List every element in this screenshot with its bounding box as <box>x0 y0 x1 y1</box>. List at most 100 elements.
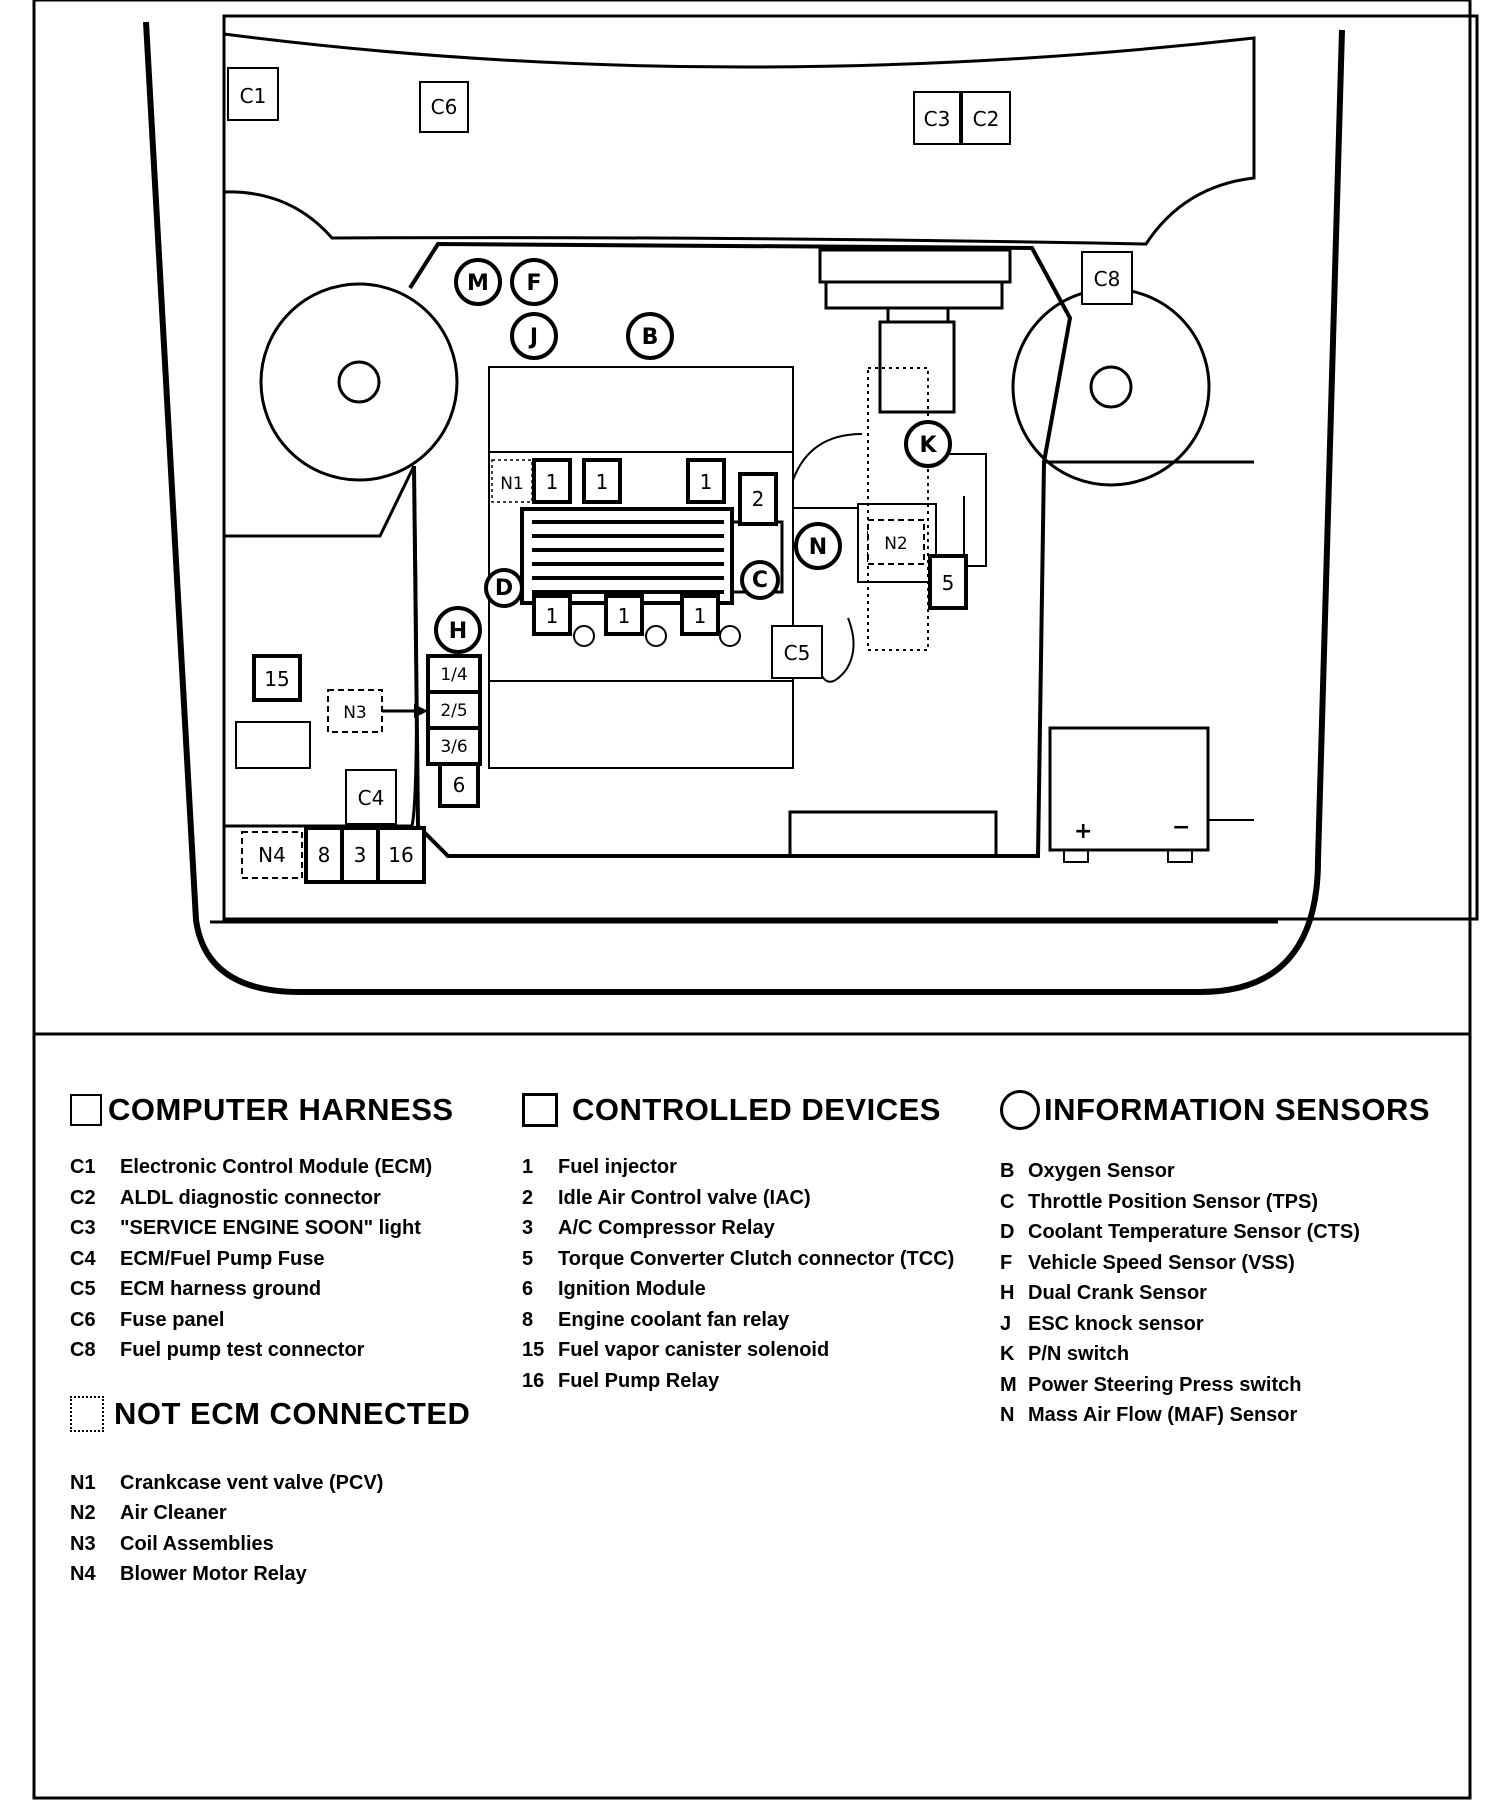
sensor-j-circle <box>510 312 558 360</box>
connector-c1 <box>227 67 279 121</box>
sensor-m-label: M <box>467 271 489 296</box>
sensor-f-label: F <box>526 271 541 296</box>
item-code: C1 <box>70 1156 96 1178</box>
legend-title-not-ecm: NOT ECM CONNECTED <box>114 1395 471 1431</box>
item-desc: Dual Crank Sensor <box>1028 1282 1207 1304</box>
coil-1-4-label: 1/4 <box>440 665 467 685</box>
injector-nozzle-1 <box>573 625 595 647</box>
item-desc: Air Cleaner <box>120 1502 227 1524</box>
item-code: C3 <box>70 1217 96 1239</box>
iac-valve-box <box>738 472 778 526</box>
pcv-valve-box <box>491 459 533 503</box>
right-strut-tower <box>1011 287 1211 487</box>
item-desc: Coolant Temperature Sensor (CTS) <box>1028 1221 1360 1243</box>
engine-bay-frame <box>222 14 1479 921</box>
connector-c4-label: C4 <box>358 786 385 810</box>
air-cleaner-n2-box <box>867 519 925 565</box>
blower-relay-n4-box <box>241 831 303 879</box>
item-code: C2 <box>70 1186 96 1209</box>
legend-title-controlled-devices: CONTROLLED DEVICES <box>572 1092 941 1127</box>
fuel-injector-label-1: 1 <box>546 470 559 494</box>
air-duct-neck <box>886 306 950 324</box>
legend-item: M Power Steering Press switch <box>1000 1374 1430 1405</box>
sensor-k-circle <box>904 420 952 468</box>
item-code: J <box>1000 1312 1012 1335</box>
fuel-injector-label-6: 1 <box>694 604 707 628</box>
connector-c5-label: C5 <box>784 641 811 665</box>
item-code: 16 <box>522 1369 545 1392</box>
item-desc: Vehicle Speed Sensor (VSS) <box>1028 1251 1295 1274</box>
connector-c3-label: C3 <box>924 107 951 131</box>
battery-negative: − <box>1172 815 1190 840</box>
battery-positive: + <box>1074 819 1092 844</box>
connector-c6 <box>419 81 469 133</box>
item-desc: Fuse panel <box>120 1308 225 1331</box>
canister-solenoid-box <box>252 654 302 702</box>
coil-1-4-box <box>426 654 482 694</box>
sensor-h-circle <box>434 606 482 654</box>
canister-solenoid-label: 15 <box>264 667 289 691</box>
item-desc: "SERVICE ENGINE SOON" light <box>120 1217 421 1239</box>
item-code: M <box>1000 1373 1017 1396</box>
legend-item: J ESC knock sensor <box>1000 1313 1430 1344</box>
coolant-reservoir <box>235 721 311 769</box>
item-desc: Fuel Pump Relay <box>558 1369 720 1392</box>
legend-item: 16 Fuel Pump Relay <box>522 1370 954 1401</box>
item-code: N1 <box>70 1471 96 1494</box>
sensor-n-circle <box>794 522 842 570</box>
sensor-c-circle <box>740 560 780 600</box>
connector-c5 <box>771 625 823 679</box>
coil-2-5-label: 2/5 <box>440 701 467 721</box>
item-desc: Power Steering Press switch <box>1028 1373 1302 1396</box>
item-code: 5 <box>522 1247 534 1270</box>
fuel-injector-label-4: 1 <box>546 604 559 628</box>
legend-heading-computer-harness: COMPUTER HARNESS <box>70 1090 470 1130</box>
fuel-injector-box-4 <box>532 594 572 636</box>
coil-2-5-box <box>426 690 482 730</box>
legend-item: N2 Air Cleaner <box>70 1502 470 1533</box>
legend-title-information-sensors: INFORMATION SENSORS <box>1044 1092 1431 1127</box>
blower-relay-n4-label: N4 <box>258 843 286 867</box>
body-outline <box>143 21 1345 995</box>
item-desc: Mass Air Flow (MAF) Sensor <box>1028 1404 1298 1426</box>
left-strut-tower <box>259 282 459 482</box>
item-desc: Blower Motor Relay <box>120 1563 307 1585</box>
item-code: N2 <box>70 1502 96 1524</box>
intake-hose <box>792 433 863 481</box>
sensor-n-label: N <box>809 535 827 560</box>
item-desc: Crankcase vent valve (PCV) <box>120 1471 384 1494</box>
sensor-b-label: B <box>642 325 659 350</box>
connector-c4 <box>345 769 397 825</box>
left-strut-brace <box>224 465 416 538</box>
engine-outline <box>408 241 1073 858</box>
fuel-pump-relay-label: 16 <box>388 843 413 867</box>
air-cleaner-box <box>857 503 937 583</box>
dotted-square-icon <box>70 1395 104 1432</box>
sensor-k-label: K <box>919 433 937 458</box>
fuel-injector-box-2 <box>582 458 622 504</box>
item-code: C6 <box>70 1308 96 1331</box>
air-cleaner-dotted-outline <box>867 367 929 651</box>
air-cleaner-lid <box>818 248 1012 284</box>
connector-c3 <box>913 91 961 145</box>
legend-heading-information-sensors: INFORMATION SENSORS <box>1000 1090 1430 1130</box>
item-desc: Fuel injector <box>558 1156 677 1178</box>
right-strut-bolt <box>1089 365 1133 409</box>
item-code: C <box>1000 1190 1015 1213</box>
battery <box>1048 726 1210 852</box>
sensor-j-label: J <box>528 325 538 350</box>
item-desc: ESC knock sensor <box>1028 1312 1204 1335</box>
injector-nozzle-3 <box>719 625 741 647</box>
